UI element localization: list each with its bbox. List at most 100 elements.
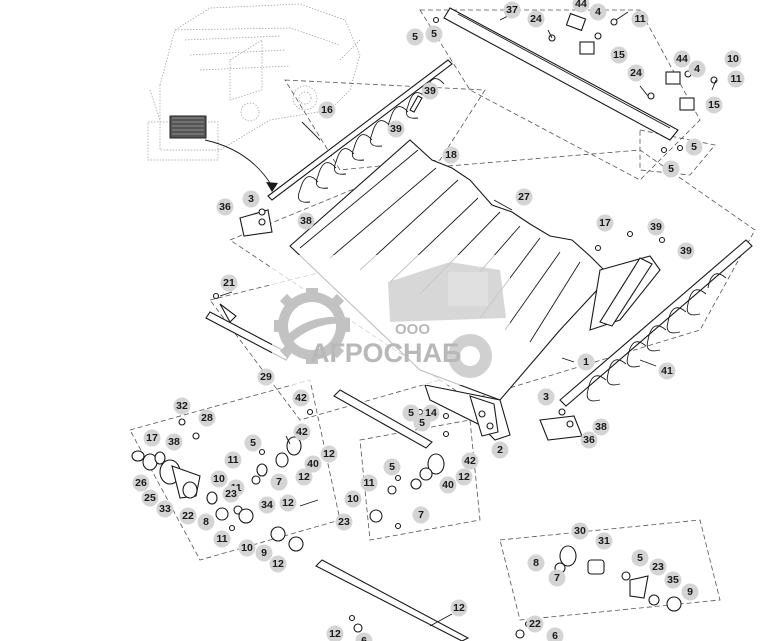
callout-bubble	[165, 433, 183, 451]
callout-bubble	[297, 212, 315, 230]
part-callout: 33	[156, 500, 174, 518]
auger-part-upper	[239, 59, 453, 237]
location-arrow	[204, 139, 273, 187]
callout-bubble	[413, 414, 431, 432]
callout-bubble	[610, 46, 628, 64]
part-callout: 7	[548, 569, 566, 587]
callout-bubble	[491, 441, 509, 459]
callout-number: 18	[445, 149, 457, 161]
part-callout: 21	[220, 274, 238, 292]
callout-number: 5	[431, 28, 437, 40]
callout-number: 42	[464, 455, 476, 467]
callout-bubble	[546, 627, 564, 641]
callout-number: 11	[216, 533, 227, 545]
callout-bubble	[406, 28, 424, 46]
part-callout: 36	[216, 198, 234, 216]
part-callout: 18	[442, 146, 460, 164]
callout-number: 10	[213, 473, 225, 485]
callout-bubble	[292, 389, 310, 407]
callout-bubble	[662, 160, 680, 178]
part-callout: 11	[727, 70, 745, 88]
callout-bubble	[649, 558, 667, 576]
part-callout: 4	[688, 60, 706, 78]
callout-bubble	[677, 242, 695, 260]
callout-number: 32	[176, 400, 188, 412]
part-callout: 2	[491, 441, 509, 459]
callout-number: 7	[554, 572, 560, 584]
part-callout: 9	[681, 583, 699, 601]
part-callout: 11	[224, 451, 242, 469]
frame-plate-part	[333, 384, 511, 449]
callout-number: 31	[598, 535, 610, 547]
callout-number: 5	[408, 407, 414, 419]
callout-bubble	[589, 3, 607, 21]
part-callout: 5	[402, 404, 420, 422]
callout-number: 12	[329, 628, 341, 640]
callout-number: 34	[261, 499, 273, 511]
callout-number: 22	[182, 510, 194, 522]
part-callout: 7	[270, 473, 288, 491]
location-arrow-head	[266, 182, 278, 192]
part-callout: 10	[210, 470, 228, 488]
part-callout: 17	[596, 214, 614, 232]
callout-bubble	[647, 218, 665, 236]
part-callout: 15	[610, 46, 628, 64]
watermark: ООО АГРОСНАБ	[272, 255, 510, 385]
part-callout: 5	[383, 458, 401, 476]
part-callout: 11	[631, 10, 649, 28]
long-shaft-part	[315, 559, 532, 641]
leader-lines	[219, 11, 717, 627]
callout-bubble	[412, 506, 430, 524]
part-callout: 12	[269, 555, 287, 573]
callout-bubble	[387, 120, 405, 138]
callout-bubble	[270, 473, 288, 491]
callout-number: 23	[652, 561, 664, 573]
part-callout: 28	[198, 409, 216, 427]
part-callout: 15	[705, 96, 723, 114]
callout-bubble	[244, 434, 262, 452]
callout-number: 30	[574, 525, 586, 537]
callout-bubble	[527, 554, 545, 572]
callout-number: 23	[225, 488, 237, 500]
callout-number: 27	[518, 191, 530, 203]
callout-bubble	[503, 1, 521, 19]
part-callout: 22	[526, 615, 544, 633]
callout-bubble	[132, 474, 150, 492]
part-callout: 44	[673, 50, 691, 68]
watermark-prefix: ООО	[395, 321, 430, 338]
callout-number: 12	[458, 471, 470, 483]
callout-bubble	[724, 50, 742, 68]
part-callout: 27	[515, 188, 533, 206]
callout-number: 7	[418, 509, 424, 521]
part-callout: 12	[455, 468, 473, 486]
callout-bubble	[596, 214, 614, 232]
auger-part-right	[539, 230, 753, 441]
part-callout: 5	[413, 414, 431, 432]
callout-number: 12	[453, 602, 465, 614]
callout-bubble	[258, 496, 276, 514]
callout-bubble	[577, 353, 595, 371]
callout-bubble	[461, 452, 479, 470]
part-callout: 11	[360, 474, 378, 492]
part-callout: 23	[649, 558, 667, 576]
callout-number: 42	[296, 426, 308, 438]
callout-bubble	[727, 70, 745, 88]
callout-number: 3	[248, 193, 254, 205]
part-callout: 3	[242, 190, 260, 208]
callout-number: 38	[595, 421, 607, 433]
callout-bubble	[658, 362, 676, 380]
callout-number: 1	[583, 356, 589, 368]
part-callout: 5	[244, 434, 262, 452]
callout-bubble	[304, 455, 322, 473]
callout-bubble	[344, 490, 362, 508]
callout-number: 5	[389, 461, 395, 473]
part-callout: 6	[355, 632, 373, 641]
part-callout: 5	[685, 138, 703, 156]
part-callout: 8	[197, 513, 215, 531]
part-callout: 40	[304, 455, 322, 473]
callout-number: 5	[250, 437, 256, 449]
part-callout: 6	[546, 627, 564, 641]
part-callout: 37	[503, 1, 521, 19]
part-callout: 22	[179, 507, 197, 525]
part-callout: 42	[292, 389, 310, 407]
